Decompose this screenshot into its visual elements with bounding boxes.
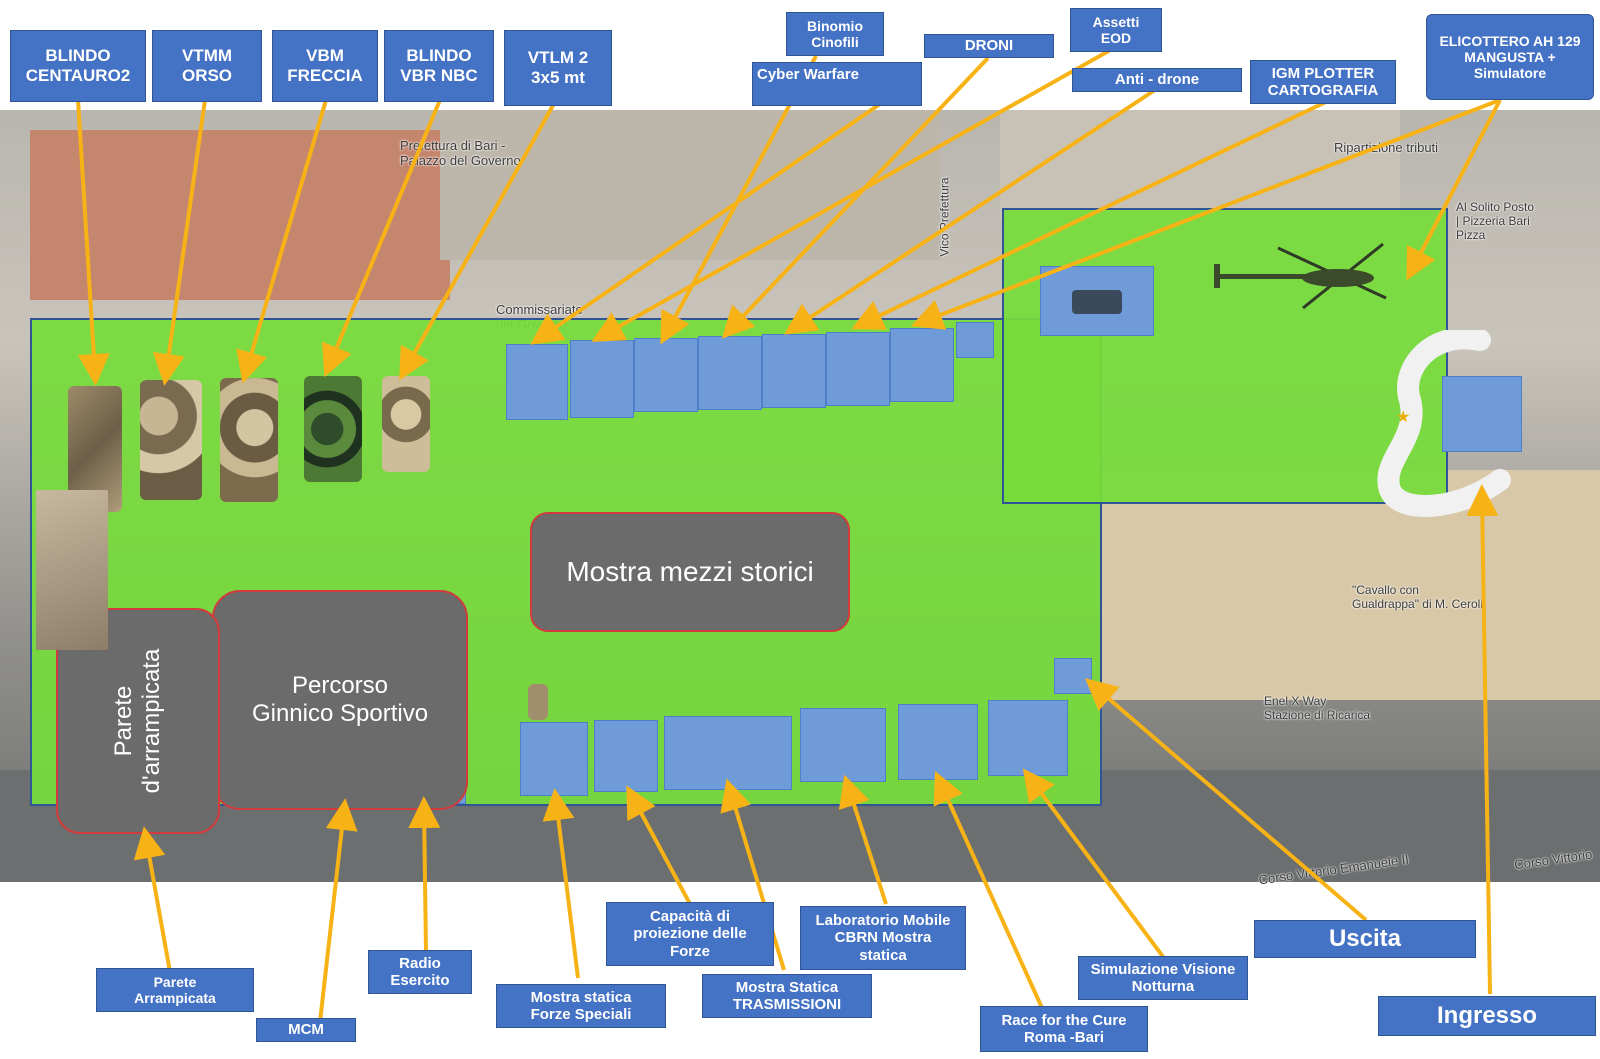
label-cyber-warfare: Cyber Warfare	[752, 62, 922, 106]
booth-entrance	[1442, 376, 1522, 452]
label-blindo-centauro2: BLINDO CENTAURO2	[10, 30, 146, 102]
booth-top-7	[890, 328, 954, 402]
label-vtlm2: VTLM 2 3x5 mt	[504, 30, 612, 106]
label-laboratorio-cbrn: Laboratorio Mobile CBRN Mostra statica	[800, 906, 966, 970]
label-mostra-trasmissioni: Mostra Statica TRASMISSIONI	[702, 974, 872, 1018]
booth-bottom-1	[520, 722, 588, 796]
label-anti-drone: Anti - drone	[1072, 68, 1242, 92]
area-mostra-mezzi-storici: Mostra mezzi storici	[530, 512, 850, 632]
building-courtyard	[440, 110, 940, 260]
label-simulazione-visione: Simulazione Visione Notturna	[1078, 956, 1248, 1000]
label-ingresso: Ingresso	[1378, 996, 1596, 1036]
booth-top-2	[570, 340, 634, 418]
building-east	[1000, 110, 1400, 220]
booth-top-1	[506, 344, 568, 420]
label-mostra-forze-speciali: Mostra statica Forze Speciali	[496, 984, 666, 1028]
label-radio-esercito: Radio Esercito	[368, 950, 472, 994]
map-label-enel: Enel X Way Stazione di Ricarica	[1264, 694, 1371, 722]
vehicle-vtlm2	[382, 376, 430, 472]
map-label-cavallo: "Cavallo con Gualdrappa" di M. Ceroli	[1352, 583, 1483, 611]
area-parete-arrampicata-text: Parete d'arrampicata	[110, 648, 165, 794]
booth-top-8	[956, 322, 994, 358]
booth-bottom-2	[594, 720, 658, 792]
map-label-vico-prefettura: Vico Prefettura	[937, 177, 952, 257]
label-vbm-freccia: VBM FRECCIA	[272, 30, 378, 102]
booth-top-5	[762, 334, 826, 408]
vehicle-orso	[140, 380, 202, 500]
label-vtmm-orso: VTMM ORSO	[152, 30, 262, 102]
map-label-al-solito-posto: Al Solito Posto | Pizzeria Bari Pizza	[1456, 200, 1535, 242]
svg-text:★: ★	[1396, 409, 1410, 426]
map-label-ripartizione: Ripartizione tributi	[1334, 140, 1439, 155]
booth-top-6	[826, 332, 890, 406]
label-mcm: MCM	[256, 1018, 356, 1042]
booth-top-4	[698, 336, 762, 410]
booth-bottom-5	[898, 704, 978, 780]
vehicle-storico	[528, 684, 548, 720]
booth-bottom-3	[664, 716, 792, 790]
label-droni: DRONI	[924, 34, 1054, 58]
label-elicottero: ELICOTTERO AH 129 MANGUSTA + Simulatore	[1426, 14, 1594, 100]
vehicle-freccia	[220, 378, 278, 502]
inflatable-arch-icon: ★	[1377, 330, 1511, 517]
label-uscita: Uscita	[1254, 920, 1476, 958]
area-percorso-ginnico: Percorso Ginnico Sportivo	[212, 590, 468, 810]
label-race-for-the-cure: Race for the Cure Roma -Bari	[980, 1006, 1148, 1052]
vehicle-vbr-nbc	[304, 376, 362, 482]
booth-bottom-4	[800, 708, 886, 782]
truck-icon	[1072, 290, 1122, 314]
label-blindo-vbr-nbc: BLINDO VBR NBC	[384, 30, 494, 102]
climbing-wall-photo	[36, 490, 108, 650]
booth-top-3	[634, 338, 698, 412]
building-roof-tiles	[30, 130, 450, 300]
label-igm-plotter: IGM PLOTTER CARTOGRAFIA	[1250, 60, 1396, 104]
helicopter-icon	[1214, 242, 1387, 310]
booth-bottom-small	[1054, 658, 1092, 694]
piazza-sand	[1100, 470, 1600, 700]
label-capacita-proiezione: Capacità di proiezione delle Forze	[606, 902, 774, 966]
label-assetti-eod: Assetti EOD	[1070, 8, 1162, 52]
map-label-prefettura: Prefettura di Bari - Palazzo del Governo	[400, 138, 521, 168]
booth-bottom-6	[988, 700, 1068, 776]
label-parete-arrampicata: Parete Arrampicata	[96, 968, 254, 1012]
label-binomio-cinofili: Binomio Cinofili	[786, 12, 884, 56]
